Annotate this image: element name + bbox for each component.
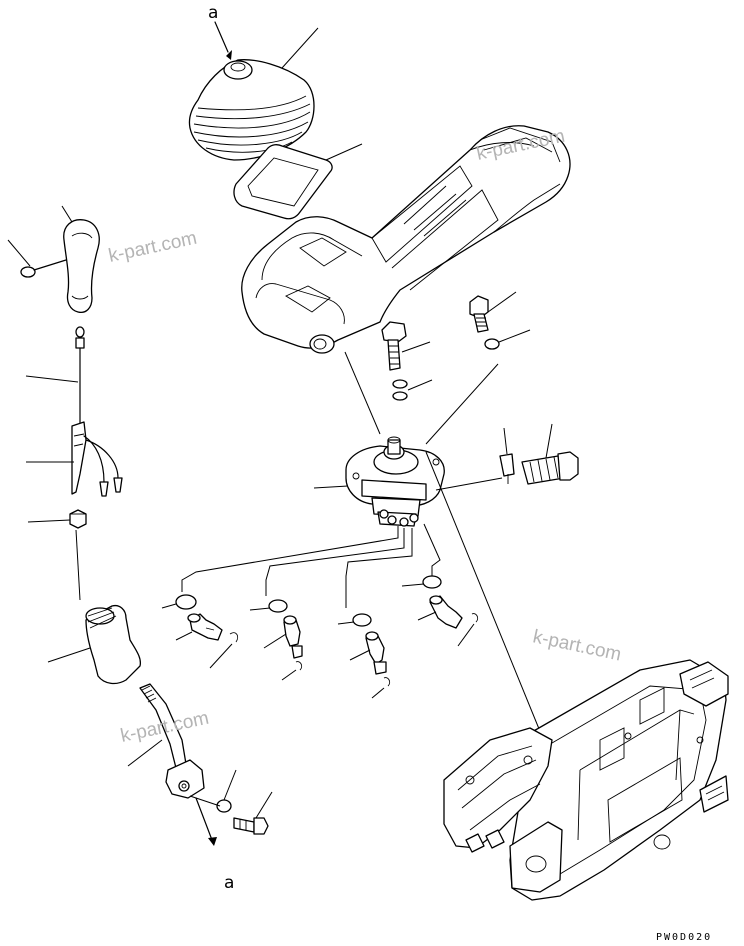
- leader-washer-upper: [498, 329, 531, 343]
- washer-upper-part: [484, 338, 500, 350]
- watermark-2: k-part.com: [107, 228, 199, 267]
- assembly-line-nut: [75, 529, 81, 601]
- leader-washers-center: [407, 379, 433, 391]
- bolt-lower-part: [233, 817, 269, 835]
- long-bolt-part: [521, 451, 579, 485]
- assembly-line-1: [344, 351, 381, 435]
- lever-part: [139, 683, 205, 799]
- leader-bolt-lower: [255, 791, 273, 819]
- arrow-bottom-icon: [195, 797, 217, 846]
- console-housing-part: [241, 125, 571, 354]
- leader-grip: [61, 205, 73, 223]
- routing-lines: [181, 523, 441, 608]
- cover-plate-part: [233, 144, 333, 220]
- leader-long-bolt: [545, 423, 553, 459]
- leader-washer-lower: [223, 769, 237, 801]
- oring-4-part: [422, 575, 442, 589]
- leader-nut-left: [27, 519, 71, 523]
- leader-lever: [127, 739, 163, 767]
- reference-label-top: a: [208, 3, 218, 23]
- assembly-line-pin: [435, 477, 503, 491]
- oring-2-part: [268, 599, 288, 613]
- drawing-code: PW0D020: [656, 932, 712, 943]
- washer-center-2-part: [392, 391, 408, 401]
- bracket-frame-part: [443, 659, 729, 901]
- assembly-line-2: [425, 363, 499, 445]
- stud-nut-part: [381, 321, 407, 371]
- assembly-line-lower: [189, 795, 221, 807]
- leader-switch: [7, 239, 31, 267]
- leader-stud: [401, 341, 431, 353]
- bolt-upper-part: [469, 295, 489, 333]
- leader-pin: [503, 427, 508, 455]
- fittings-group: [161, 575, 479, 699]
- boot-part: [188, 59, 315, 161]
- nut-left-part: [69, 509, 87, 529]
- leader-cover: [325, 143, 363, 161]
- assembly-line-frame: [425, 451, 547, 747]
- leader-boot: [281, 27, 319, 69]
- pin-part: [499, 453, 515, 484]
- oring-3-part: [352, 613, 372, 627]
- grip-part: [63, 219, 100, 314]
- reference-label-bottom: a: [224, 873, 234, 893]
- leader-holder: [47, 647, 91, 663]
- washer-center-1-part: [392, 379, 408, 389]
- arrow-top-icon: [214, 21, 232, 60]
- lever-holder-part: [85, 604, 142, 685]
- watermark-3: k-part.com: [531, 626, 623, 665]
- oring-1-part: [175, 594, 197, 610]
- switch-button-part: [20, 259, 67, 278]
- ppc-valve-part: [345, 436, 445, 527]
- wire-harness-part: [71, 326, 123, 497]
- leader-wire: [25, 375, 79, 383]
- leader-bolt-upper: [487, 291, 517, 313]
- leader-ppc-valve: [313, 485, 349, 489]
